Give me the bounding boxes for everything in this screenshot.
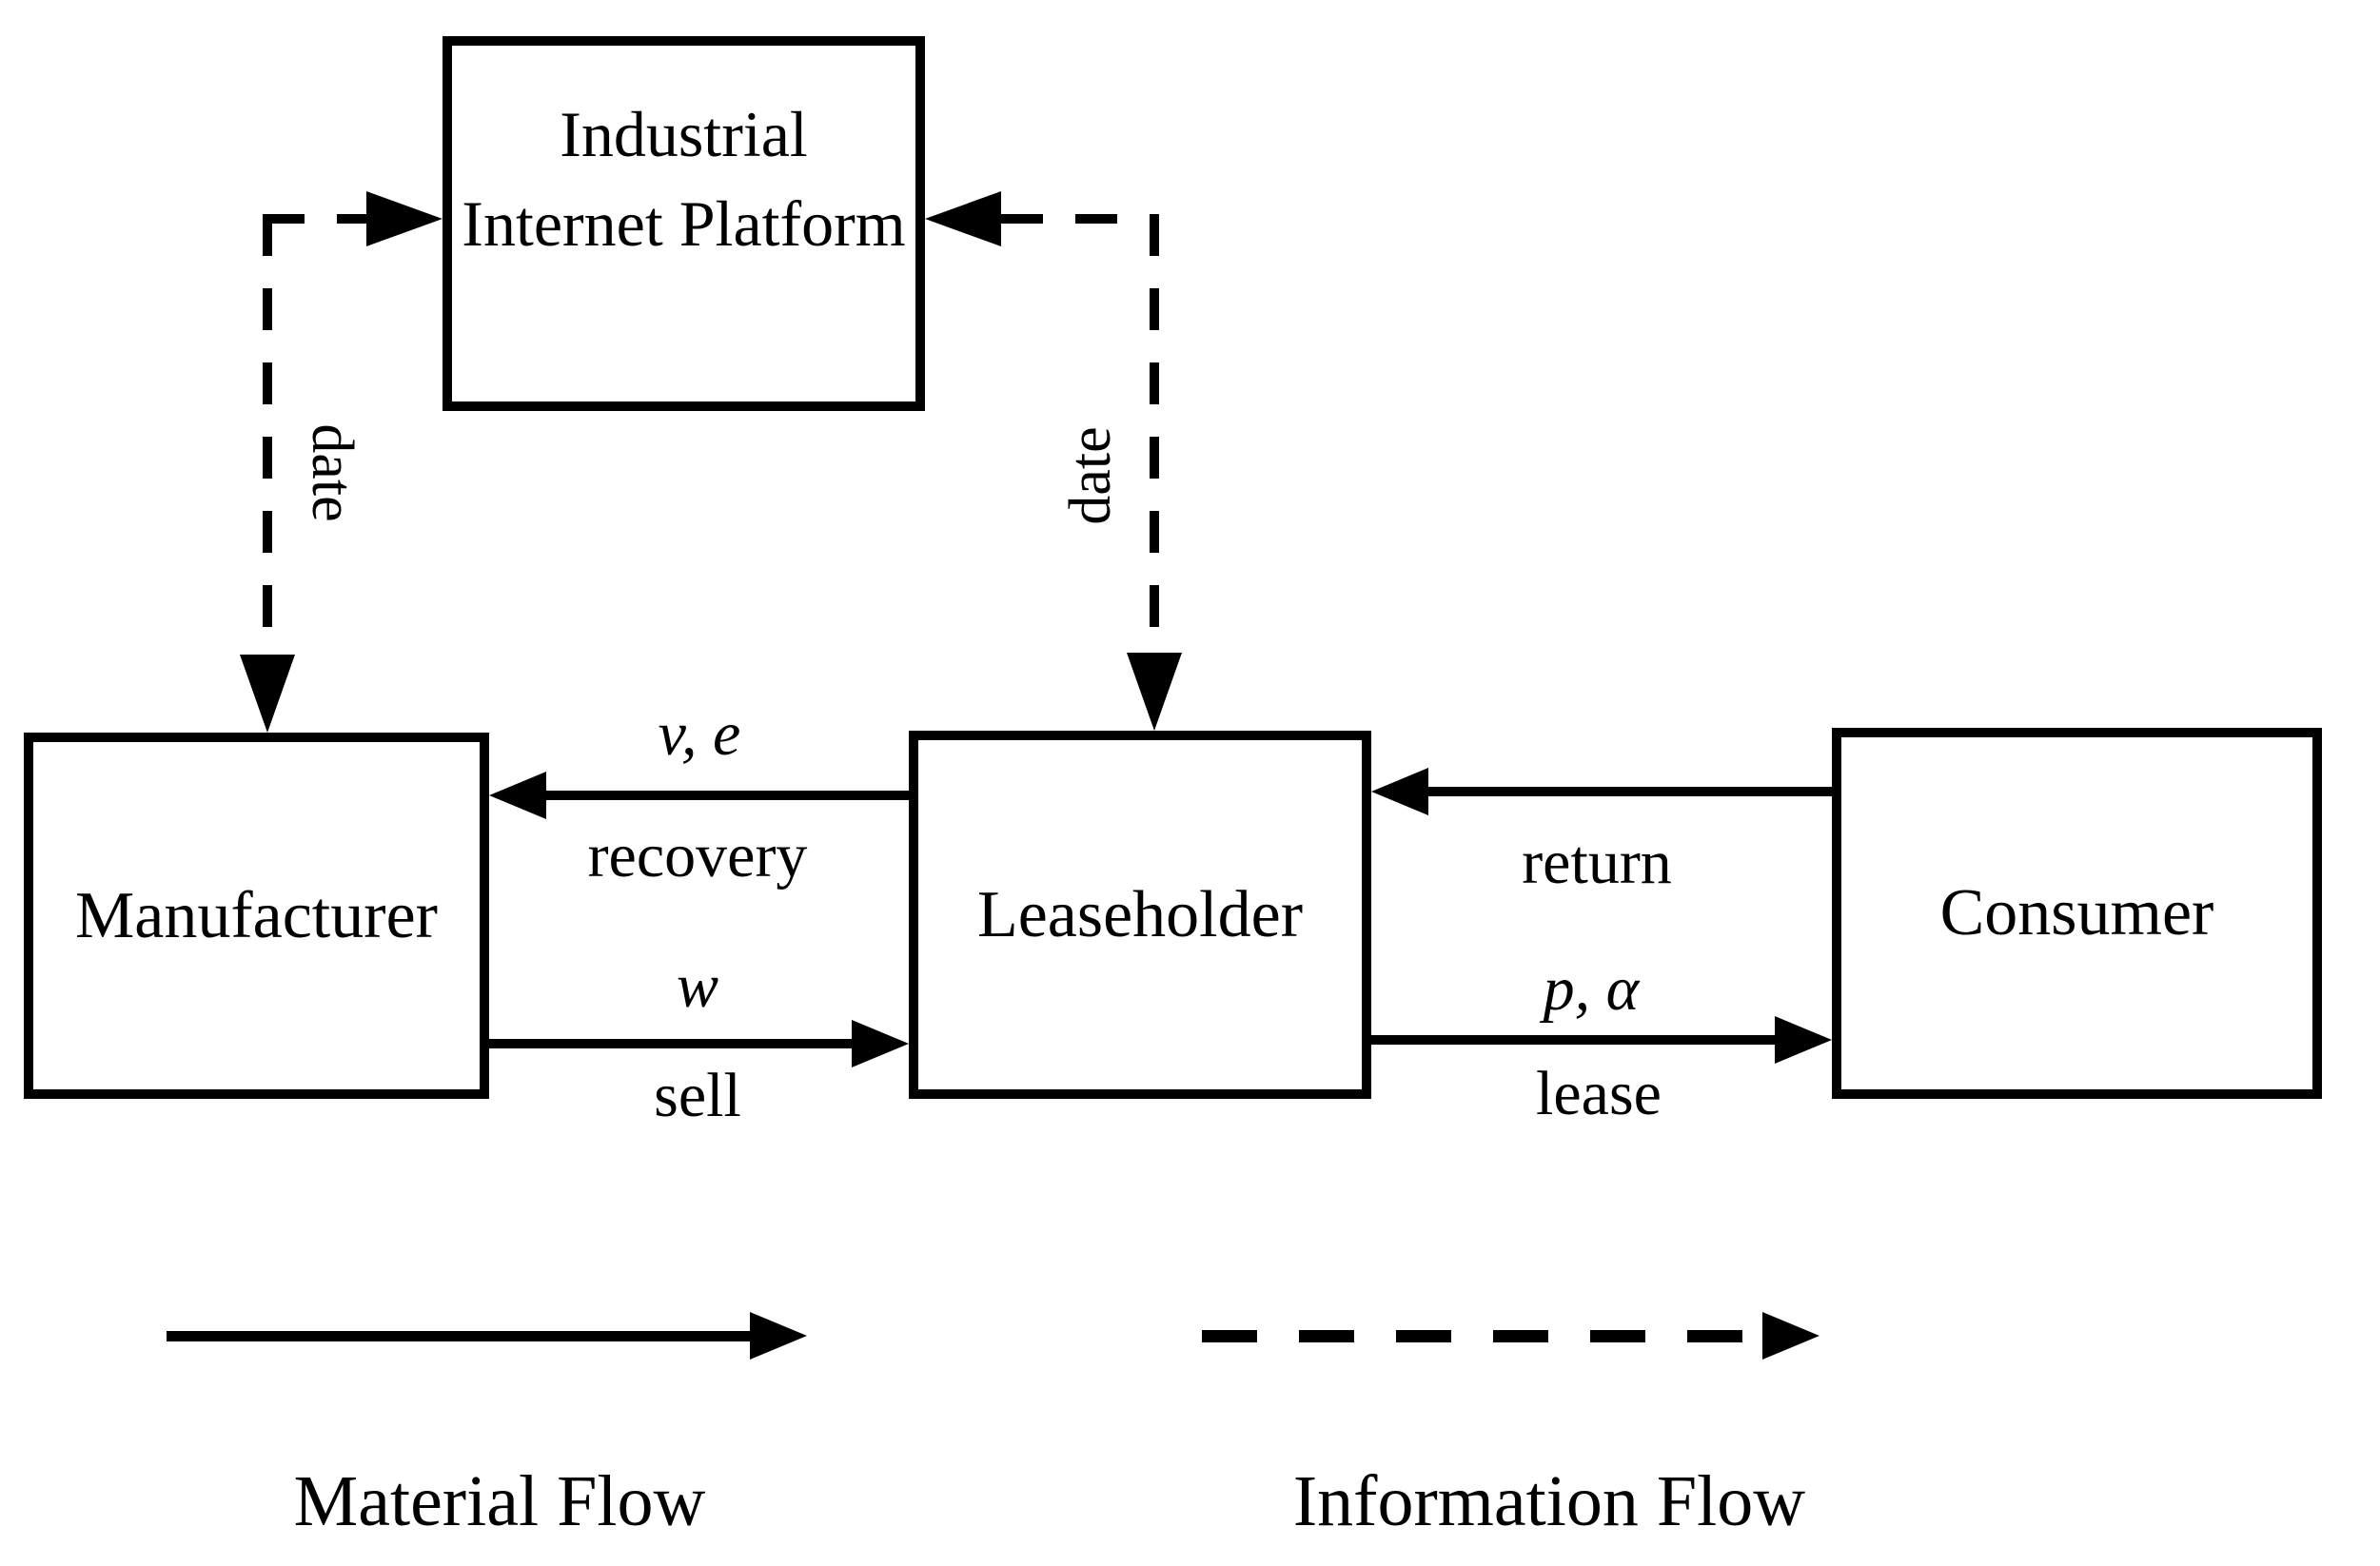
edge-label-date-right: date [1058, 426, 1123, 525]
arrowhead-lease-icon [1775, 1016, 1832, 1064]
legend-dashed-line [1202, 1330, 1768, 1342]
node-industrial-internet-platform: Industrial Internet Platform [443, 36, 925, 411]
dashed-line-horizontal [263, 214, 369, 224]
legend-material-flow-label: Material Flow [293, 1461, 706, 1541]
arrowhead-into-platform-left-icon [366, 191, 443, 246]
sell-line [489, 1039, 857, 1048]
arrowhead-into-platform-right-icon [925, 191, 1001, 246]
legend-dashed-arrowhead-icon [1762, 1312, 1819, 1360]
edge-label-sell: sell [654, 1061, 741, 1130]
edge-formula-p-alpha: p, α [1543, 954, 1640, 1024]
lease-line [1371, 1035, 1779, 1045]
consumer-label: Consumer [1939, 876, 2214, 949]
legend-information-flow-label: Information Flow [1292, 1461, 1806, 1541]
manufacturer-label: Manufacturer [75, 878, 438, 952]
edge-label-lease: lease [1536, 1059, 1662, 1128]
edge-label-recovery: recovery [587, 821, 808, 891]
edge-formula-w: w [676, 951, 719, 1021]
recovery-line [542, 791, 915, 800]
node-consumer: Consumer [1832, 728, 2322, 1099]
node-leaseholder: Leaseholder [909, 731, 1371, 1099]
arrowhead-sell-icon [852, 1020, 909, 1067]
edge-label-return: return [1522, 828, 1672, 897]
leaseholder-label: Leaseholder [976, 877, 1304, 951]
edge-formula-v-e: v, e [658, 699, 741, 769]
dashed-line-horizontal [1001, 214, 1159, 224]
dashed-line-vertical [263, 214, 272, 656]
legend-solid-line [167, 1331, 752, 1341]
legend-solid-arrowhead-icon [750, 1312, 807, 1360]
platform-label: Industrial Internet Platform [462, 98, 906, 260]
edge-label-date-left: date [300, 423, 364, 522]
dashed-line-vertical [1150, 214, 1159, 655]
arrowhead-into-manufacturer-icon [240, 655, 295, 733]
arrowhead-return-icon [1371, 768, 1428, 815]
arrowhead-recovery-icon [489, 772, 546, 819]
node-manufacturer: Manufacturer [24, 733, 489, 1099]
arrowhead-into-leaseholder-icon [1127, 653, 1182, 731]
return-line [1425, 787, 1837, 796]
